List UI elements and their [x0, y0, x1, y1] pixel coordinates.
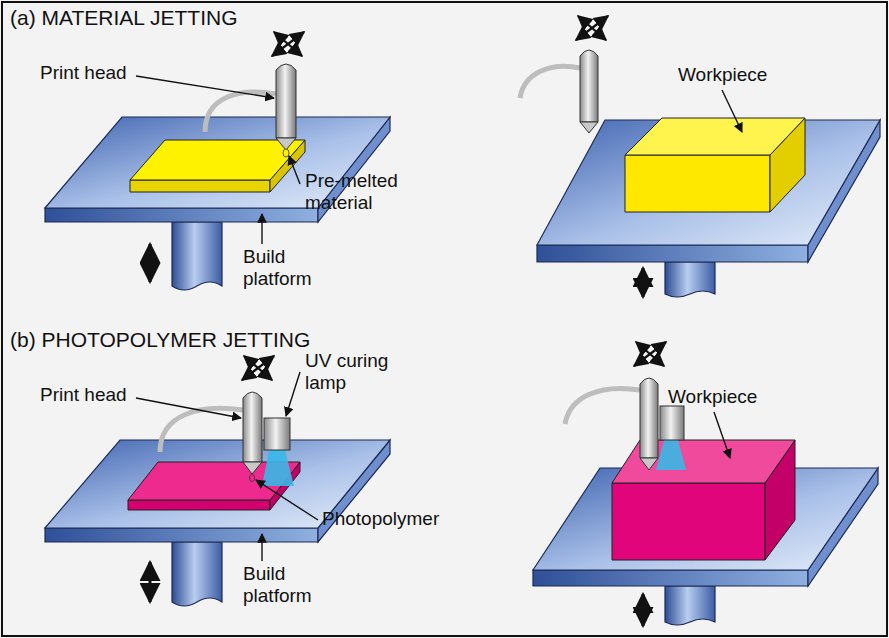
motion-arrow	[634, 342, 666, 366]
workpiece-block	[625, 118, 805, 212]
xy-motion-arrows	[272, 32, 304, 56]
part-label: Build platform	[243, 563, 335, 607]
part-label: Build platform	[243, 246, 335, 290]
motion-arrow	[578, 16, 606, 40]
section-heading: (b) PHOTOPOLYMER JETTING	[10, 328, 310, 352]
leader-line	[261, 214, 262, 244]
xy-motion-arrows	[576, 16, 608, 40]
head-cable	[205, 92, 276, 132]
part-label: Photopolymer	[322, 508, 439, 530]
platform-column	[172, 222, 222, 290]
xy-motion-arrows	[242, 356, 274, 380]
leader-line	[261, 534, 262, 561]
workpiece-layer	[130, 140, 305, 192]
head-cable	[520, 66, 580, 98]
print-head	[580, 50, 598, 133]
xy-motion-arrows	[634, 342, 666, 366]
part-label: Workpiece	[678, 64, 767, 86]
layer-front	[128, 500, 270, 510]
motion-arrow	[244, 356, 272, 380]
part-label: Pre-melted material	[305, 170, 415, 214]
head-cable	[160, 408, 243, 452]
platform-edge	[45, 528, 318, 542]
platform-column	[665, 586, 715, 625]
polymer-drop	[250, 475, 255, 482]
head-body	[276, 64, 296, 138]
uv-lamp	[660, 406, 684, 440]
leader-line	[714, 412, 730, 458]
vertical-motion-arrow	[149, 244, 152, 282]
head-body	[640, 378, 658, 458]
vertical-motion-arrow	[642, 594, 645, 626]
vertical-motion-arrow	[149, 562, 152, 602]
block-front	[625, 155, 770, 212]
platform-column	[172, 542, 222, 606]
motion-arrow	[242, 356, 274, 380]
uv-light-cone	[262, 450, 294, 486]
vertical-motion-arrow	[642, 268, 645, 297]
head-cable	[565, 388, 640, 424]
leader-line	[286, 372, 300, 416]
motion-arrow	[576, 16, 608, 40]
part-label: UV curing lamp	[305, 350, 405, 394]
print-head	[276, 64, 296, 150]
workpiece-block	[612, 440, 795, 560]
uv-light-cone	[656, 440, 686, 470]
platform-column	[665, 262, 715, 297]
head-nozzle	[640, 458, 658, 470]
leader-line	[136, 76, 274, 98]
section-heading: (a) MATERIAL JETTING	[10, 6, 238, 30]
part-label: Print head	[40, 62, 127, 84]
head-body	[580, 50, 598, 122]
block-top	[625, 118, 805, 155]
layer-top	[130, 140, 305, 180]
part-label: Print head	[40, 384, 127, 406]
part-label: Workpiece	[668, 386, 757, 408]
platform-edge	[45, 208, 318, 222]
platform-edge	[537, 245, 808, 262]
head-nozzle	[580, 122, 598, 133]
motion-arrow	[274, 32, 302, 56]
block-top	[612, 440, 795, 483]
melt-drop	[283, 149, 289, 157]
leader-lines	[136, 76, 742, 561]
head-body	[243, 392, 262, 462]
platform-edge	[533, 570, 808, 586]
leader-line	[289, 156, 300, 184]
block-front	[612, 483, 765, 560]
layer-front	[130, 180, 270, 192]
uv-lamp	[264, 418, 290, 450]
motion-arrow	[636, 342, 664, 366]
leader-line	[256, 480, 318, 520]
build-platform	[533, 468, 878, 625]
head-nozzle	[243, 462, 262, 474]
leader-line	[136, 398, 241, 418]
head-nozzle	[276, 138, 296, 150]
motion-arrow	[272, 32, 304, 56]
leader-line	[722, 90, 742, 132]
print-head	[243, 392, 290, 474]
